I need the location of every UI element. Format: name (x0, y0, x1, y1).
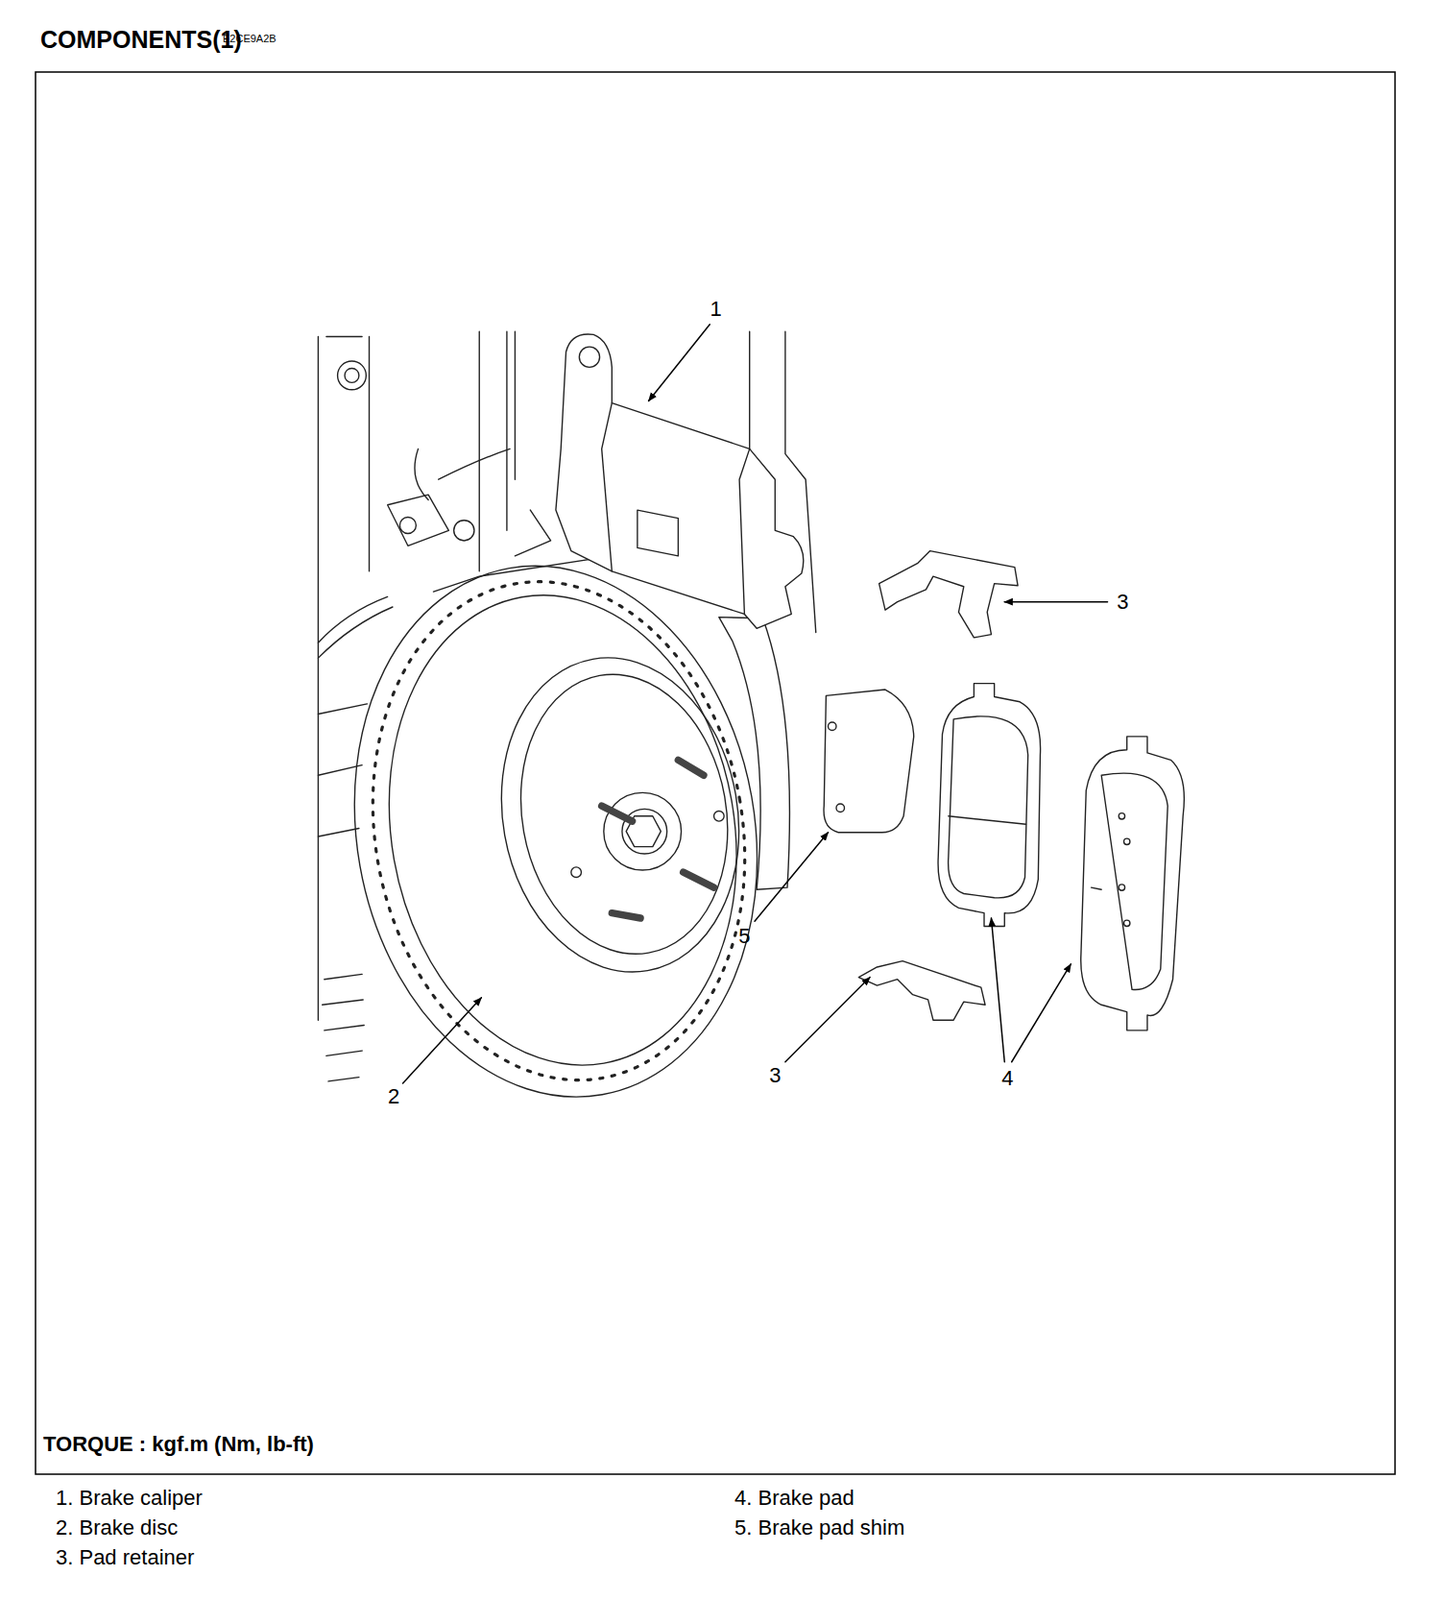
frame (35, 72, 1396, 1474)
brake-pad (1081, 736, 1185, 1031)
suspension-strut (317, 331, 816, 1082)
part-name: 3. Pad retainer (55, 1545, 194, 1569)
callout-number: 2 (387, 1084, 400, 1108)
part-name: 5. Brake pad shim (734, 1516, 905, 1540)
pad-retainer (858, 961, 986, 1021)
part-name: 2. Brake disc (55, 1516, 178, 1540)
title: COMPONENTS(1) (40, 26, 242, 54)
part-name: 4. Brake pad (734, 1486, 855, 1510)
brake-pad (938, 683, 1041, 927)
callout-number: 4 (1001, 1066, 1013, 1090)
splash-shield (719, 617, 791, 891)
callout-number: 5 (738, 924, 750, 948)
torque-note: TORQUE : kgf.m (Nm, lb-ft) (43, 1432, 314, 1456)
brake-caliper (555, 334, 804, 628)
wheel-hub (571, 759, 724, 918)
callout-number: 1 (710, 297, 722, 321)
brake-pad-shim (823, 689, 915, 833)
part-name: 1. Brake caliper (55, 1486, 203, 1510)
callout-number: 3 (1116, 590, 1129, 614)
leader-lines (403, 324, 1108, 1083)
doc-code: E2CE9A2B (222, 32, 277, 45)
pad-retainer (879, 551, 1018, 638)
brake-disc (313, 533, 799, 1130)
callout-number: 3 (769, 1062, 781, 1086)
